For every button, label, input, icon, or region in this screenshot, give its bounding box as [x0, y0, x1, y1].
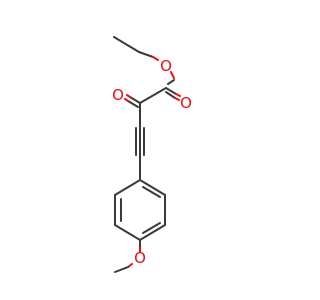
- bond-ethyl-ch2-o: [138, 51, 154, 58]
- bond-keto-co-1-red: [126, 94, 131, 98]
- bond-ethyl-ch3-ch2: [113, 36, 140, 53]
- bond-keto-co-2: [127, 100, 139, 108]
- ketone-oxygen-label: O: [112, 86, 124, 104]
- structure-canvas: O O O O: [112, 36, 192, 273]
- bond-ester-co-2-red: [174, 97, 180, 101]
- benzene-ring: [114, 178, 166, 242]
- benzene-double-2: [142, 222, 161, 234]
- bond-ester-c-keto-c: [139, 87, 167, 104]
- bond-ester-o-c: [167, 79, 175, 85]
- ester-oxygen-label: O: [160, 57, 172, 75]
- bond-ester-co-1: [165, 87, 177, 95]
- benzene-double-1: [142, 186, 161, 198]
- methoxy-oxygen-label: O: [134, 249, 146, 267]
- bond-ester-co-2: [165, 91, 176, 99]
- molecule-structure: O O O O: [112, 36, 192, 273]
- bond-keto-co-2-red: [124, 98, 129, 102]
- bond-keto-co-1: [129, 96, 141, 104]
- ester-carbonyl-oxygen-label: O: [180, 94, 192, 112]
- bond-ester-o-c-red: [170, 71, 175, 79]
- bond-o-methyl: [114, 266, 129, 273]
- bond-ester-co-1-red: [175, 93, 181, 97]
- bond-ethyl-ch2-o-red: [152, 56, 159, 61]
